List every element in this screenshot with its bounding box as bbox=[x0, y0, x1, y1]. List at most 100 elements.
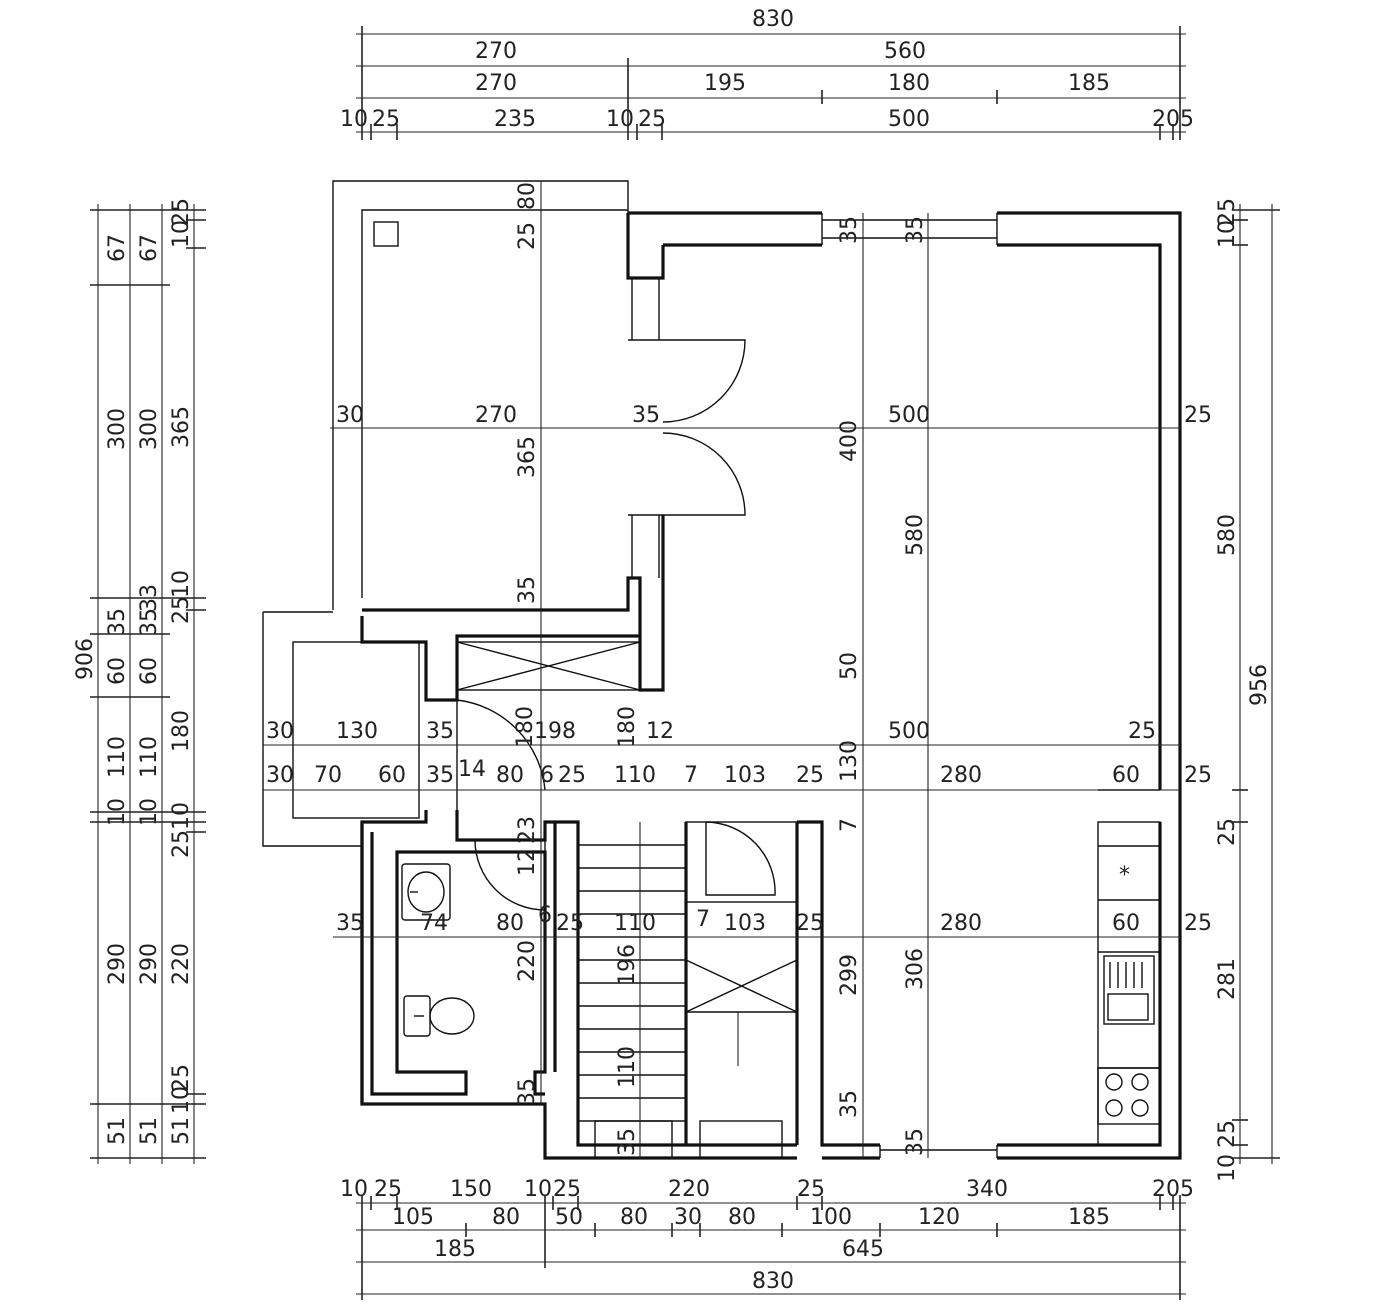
left-dim-c2-51: 51 bbox=[105, 1117, 130, 1145]
doors bbox=[456, 339, 1160, 911]
left-dim-c2-35: 35 bbox=[105, 608, 130, 636]
left-dim-c3-35: 35 bbox=[137, 608, 162, 636]
right-dim-580: 580 bbox=[1215, 514, 1240, 556]
bottom-dim-340: 340 bbox=[966, 1177, 1008, 1202]
right-dim-25-a: 25 bbox=[1215, 198, 1240, 226]
sink-icon bbox=[1103, 955, 1155, 1025]
int-m1-500: 500 bbox=[888, 719, 930, 744]
left-dim-c2-10: 10 bbox=[105, 798, 130, 826]
left-dimension-chains: 906 67 300 35 60 110 10 290 51 67 300 35… bbox=[73, 198, 206, 1164]
left-dim-c3-51: 51 bbox=[137, 1117, 162, 1145]
top-dim-10-a: 10 bbox=[340, 107, 368, 132]
left-dim-c3-33: 33 bbox=[137, 584, 162, 612]
top-dim-500: 500 bbox=[888, 107, 930, 132]
int-v-196: 196 bbox=[615, 944, 640, 986]
bottom-dimension-chains: 10 25 150 10 25 220 25 340 20 5 105 80 5… bbox=[340, 1177, 1194, 1300]
int-v-220: 220 bbox=[515, 940, 540, 982]
int-lo-74: 74 bbox=[420, 911, 448, 936]
left-dim-c4-25-d: 25 bbox=[169, 1064, 194, 1092]
right-dim-25-b: 25 bbox=[1215, 818, 1240, 846]
int-v-35-a: 35 bbox=[515, 576, 540, 604]
int-v-35-g: 35 bbox=[903, 216, 928, 244]
top-dim-270-b: 270 bbox=[475, 71, 517, 96]
int-lo-60: 60 bbox=[1112, 911, 1140, 936]
int-v-110: 110 bbox=[615, 1046, 640, 1088]
int-m1-25: 25 bbox=[1128, 719, 1156, 744]
left-dim-c3-300: 300 bbox=[137, 408, 162, 450]
left-dim-c4-220: 220 bbox=[169, 943, 194, 985]
int-m1-12: 12 bbox=[646, 719, 674, 744]
int-v-35-b: 35 bbox=[515, 1078, 540, 1106]
left-dim-c4-10-b: 10 bbox=[169, 570, 194, 598]
chimney bbox=[373, 221, 399, 247]
int-m2-80: 80 bbox=[496, 763, 524, 788]
bottom-dim-25-c: 25 bbox=[797, 1177, 825, 1202]
int-m2-30: 30 bbox=[266, 763, 294, 788]
left-dim-c3-60: 60 bbox=[137, 657, 162, 685]
int-up-25: 25 bbox=[1184, 403, 1212, 428]
int-m1-180-a: 180 bbox=[513, 706, 538, 748]
int-m2-25-a: 25 bbox=[558, 763, 586, 788]
left-dim-c4-51: 51 bbox=[169, 1117, 194, 1145]
int-v-365: 365 bbox=[515, 436, 540, 478]
left-dim-c4-10-a: 10 bbox=[169, 220, 194, 248]
int-v-7: 7 bbox=[837, 818, 862, 832]
int-m1-180-b: 180 bbox=[615, 706, 640, 748]
bottom-dim-10-a: 10 bbox=[340, 1177, 368, 1202]
left-dim-c4-180: 180 bbox=[169, 710, 194, 752]
int-v-35-c: 35 bbox=[837, 1090, 862, 1118]
bottom-dim-100: 100 bbox=[810, 1205, 852, 1230]
bottom-dim-25-a: 25 bbox=[374, 1177, 402, 1202]
left-dim-c2-67: 67 bbox=[105, 234, 130, 262]
int-m2-280: 280 bbox=[940, 763, 982, 788]
int-v-130: 130 bbox=[837, 740, 862, 782]
top-dim-10-b: 10 bbox=[606, 107, 634, 132]
top-dim-total: 830 bbox=[752, 7, 794, 32]
int-lo-110: 110 bbox=[614, 911, 656, 936]
int-v-23: 23 bbox=[515, 816, 540, 844]
fixtures: * bbox=[401, 863, 1161, 1125]
left-dim-c2-60: 60 bbox=[105, 657, 130, 685]
left-dim-c2-300: 300 bbox=[105, 408, 130, 450]
bottom-dim-80-c: 80 bbox=[728, 1205, 756, 1230]
int-up-35: 35 bbox=[632, 403, 660, 428]
left-dim-c4-25-b: 25 bbox=[169, 596, 194, 624]
int-m2-103: 103 bbox=[724, 763, 766, 788]
int-m2-25-c: 25 bbox=[1184, 763, 1212, 788]
int-lo-35: 35 bbox=[336, 911, 364, 936]
right-dim-10-b: 10 bbox=[1215, 1154, 1240, 1182]
int-up-270: 270 bbox=[475, 403, 517, 428]
bottom-dim-120: 120 bbox=[918, 1205, 960, 1230]
int-lo-25-c: 25 bbox=[1184, 911, 1212, 936]
top-dim-25-a: 25 bbox=[372, 107, 400, 132]
right-dim-10-a: 10 bbox=[1215, 220, 1240, 248]
bottom-dim-80-b: 80 bbox=[620, 1205, 648, 1230]
int-v-35-d: 35 bbox=[615, 1128, 640, 1156]
int-lo-280: 280 bbox=[940, 911, 982, 936]
right-dim-25-c: 25 bbox=[1215, 1120, 1240, 1148]
int-v-35-f: 35 bbox=[837, 216, 862, 244]
interior-dimension-lines bbox=[263, 181, 1180, 1158]
top-dim-235: 235 bbox=[494, 107, 536, 132]
fridge-symbol: * bbox=[1119, 863, 1130, 888]
left-dim-total: 906 bbox=[73, 638, 98, 680]
int-v-299: 299 bbox=[837, 954, 862, 996]
top-dim-185: 185 bbox=[1068, 71, 1110, 96]
int-lo-7: 7 bbox=[696, 907, 710, 932]
int-v-306: 306 bbox=[903, 948, 928, 990]
int-m2-110: 110 bbox=[614, 763, 656, 788]
int-m1-130: 130 bbox=[336, 719, 378, 744]
int-v-50: 50 bbox=[837, 652, 862, 680]
bottom-dim-5: 5 bbox=[1180, 1177, 1194, 1202]
bottom-dim-20: 20 bbox=[1152, 1177, 1180, 1202]
left-dim-c3-67: 67 bbox=[137, 234, 162, 262]
top-dim-560: 560 bbox=[884, 39, 926, 64]
bottom-dim-total: 830 bbox=[752, 1269, 794, 1294]
int-m2-35: 35 bbox=[426, 763, 454, 788]
top-dim-20: 20 bbox=[1152, 107, 1180, 132]
left-dim-c4-10-d: 10 bbox=[169, 1086, 194, 1114]
left-dim-c3-10: 10 bbox=[137, 798, 162, 826]
left-dim-c4-25-a: 25 bbox=[169, 198, 194, 226]
int-v-580: 580 bbox=[903, 514, 928, 556]
